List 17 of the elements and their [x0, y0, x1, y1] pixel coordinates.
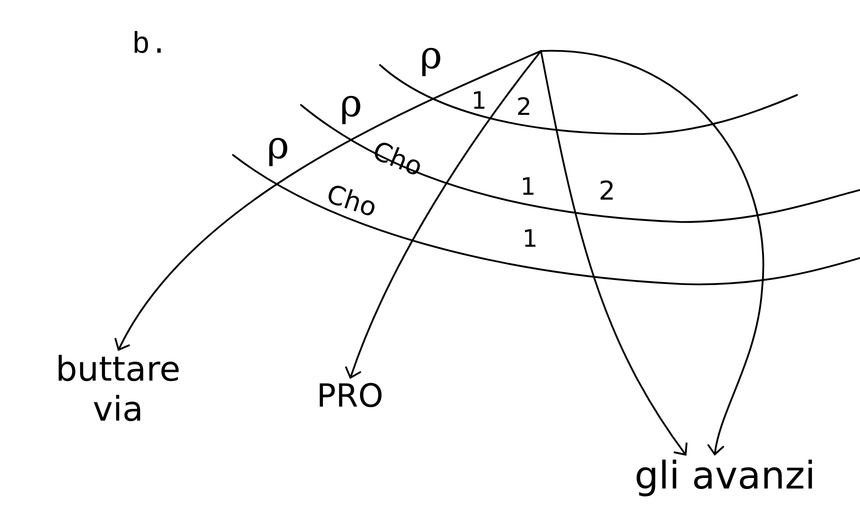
number-label: 2	[518, 97, 530, 115]
word-label: Cho	[328, 186, 374, 216]
handwritten-label: PRO	[320, 382, 382, 408]
number-label: 1	[474, 91, 484, 109]
panel-letter: b.	[134, 30, 161, 54]
arrow	[540, 50, 688, 456]
handwritten-label: gli avanzi	[636, 460, 812, 496]
number-label: 2	[600, 180, 613, 200]
rho-symbol: ρ	[422, 48, 440, 76]
arrow	[114, 50, 542, 351]
number-label: 1	[523, 177, 534, 195]
arrow	[540, 50, 764, 456]
rho-symbol: ρ	[342, 96, 360, 124]
number-label: 1	[525, 229, 536, 247]
handwritten-label: buttare via	[58, 354, 179, 422]
rho-symbol: ρ	[269, 138, 288, 166]
arrow	[344, 50, 542, 379]
